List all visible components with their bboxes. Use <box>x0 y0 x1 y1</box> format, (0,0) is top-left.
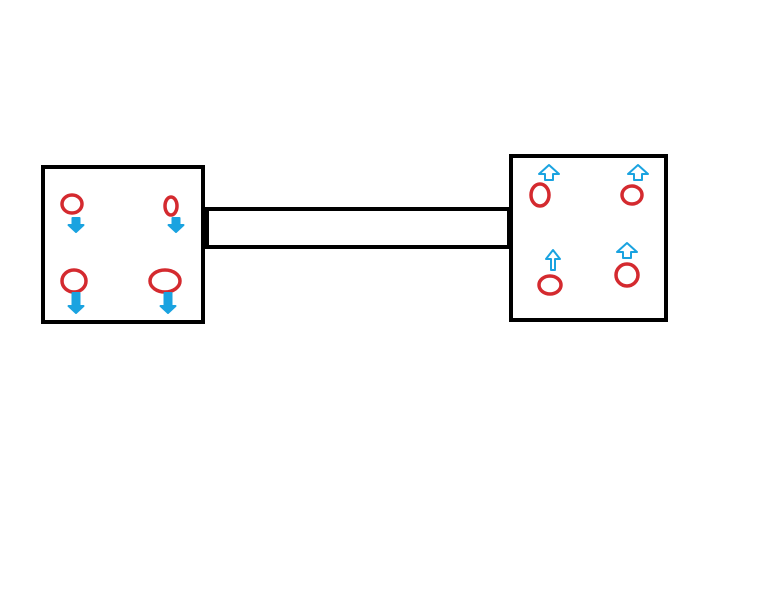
right-particle-2 <box>620 164 649 206</box>
left-container <box>41 165 205 324</box>
particle-circle <box>614 262 640 288</box>
arrow-up-icon <box>545 249 561 271</box>
particle-circle <box>620 184 644 206</box>
left-particle-1 <box>60 193 85 233</box>
connector-tube-outline <box>205 207 511 249</box>
right-container <box>509 154 668 322</box>
left-particles <box>60 193 185 314</box>
connector-tube <box>205 207 511 249</box>
arrow-up-icon <box>627 164 649 181</box>
right-particle-4 <box>614 242 640 288</box>
particle-circle <box>537 274 563 296</box>
arrow-up-icon <box>616 242 638 259</box>
right-particles <box>529 164 649 296</box>
right-particle-1 <box>529 164 560 208</box>
right-container-outline <box>509 154 668 322</box>
particle-circle <box>529 182 551 208</box>
arrow-up-icon <box>538 164 560 181</box>
arrow-down-icon <box>67 292 85 314</box>
left-particle-2 <box>163 195 185 233</box>
left-particle-4 <box>148 268 182 314</box>
left-container-outline <box>41 165 205 324</box>
particle-circle <box>163 195 179 217</box>
arrow-down-icon <box>67 217 85 233</box>
left-particle-3 <box>60 268 88 314</box>
right-particle-3 <box>537 249 563 296</box>
arrow-down-icon <box>159 292 177 314</box>
arrow-down-icon <box>167 217 185 233</box>
particle-circle <box>60 193 84 215</box>
